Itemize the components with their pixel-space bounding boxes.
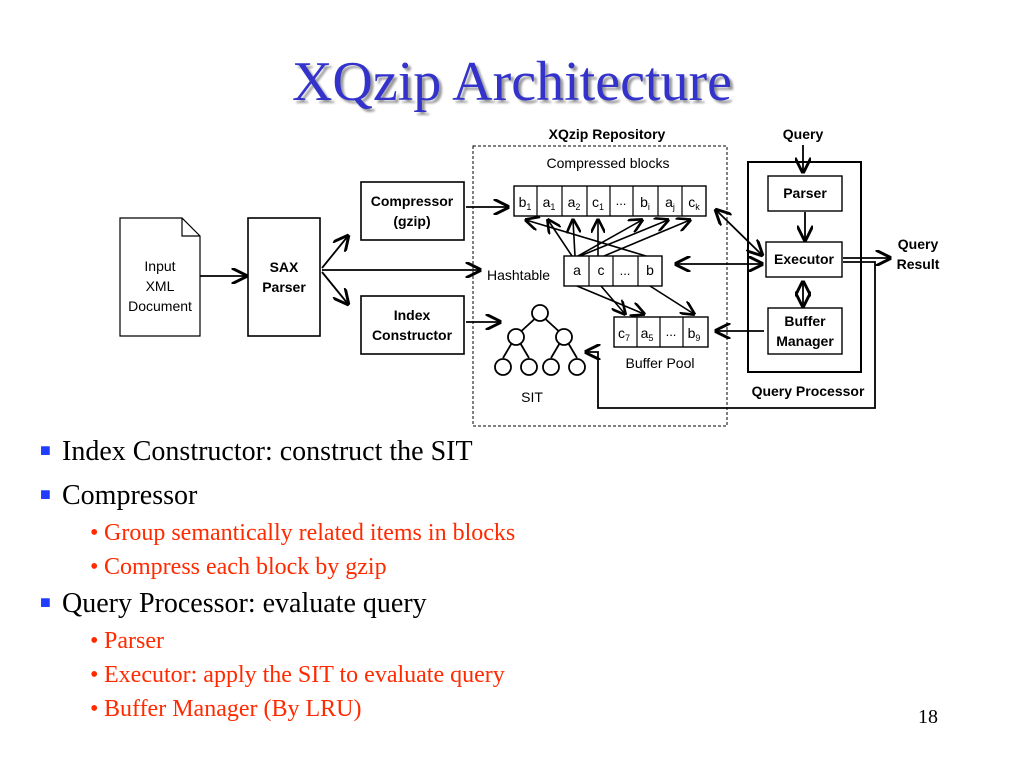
- dot-bullet-icon: •: [90, 662, 99, 688]
- dot-bullet-icon: •: [90, 628, 99, 654]
- buffer-manager-line-2: Manager: [776, 333, 834, 349]
- index-constructor-box: [360, 295, 465, 355]
- block-cell-8: ck: [688, 194, 700, 212]
- square-bullet-icon: ■: [40, 484, 51, 504]
- hashtable-block-arrows: [526, 220, 690, 257]
- compressed-blocks-row: [513, 185, 707, 217]
- sit-tree-icon: [494, 304, 586, 376]
- hashtable-cell-4: b: [646, 262, 654, 278]
- repository-frame: [472, 145, 728, 427]
- square-bullet-icon: ■: [40, 440, 51, 460]
- query-result-line-1: Query: [898, 236, 939, 252]
- block-cell-7: aj: [665, 194, 675, 212]
- hashtable-cell-3: ...: [620, 263, 631, 278]
- sax-parser-line-1: SAX: [270, 259, 299, 275]
- slide-title: XQzip Architecture: [291, 51, 733, 113]
- input-document-line-1: Input: [144, 258, 175, 274]
- hashtable-cell-2: c: [598, 262, 605, 278]
- query-result-line-2: Result: [897, 256, 940, 272]
- dot-bullet-icon: •: [90, 696, 99, 722]
- buffer-cell-1: c7: [618, 325, 630, 343]
- query-processor-label: Query Processor: [752, 383, 865, 399]
- index-constructor-line-2: Constructor: [372, 327, 453, 343]
- parser-label: Parser: [783, 185, 827, 201]
- sub-bullet-buffer-manager: •Buffer Manager (By LRU): [90, 696, 362, 722]
- block-cell-1: b1: [519, 194, 532, 212]
- dot-bullet-icon: •: [90, 554, 99, 580]
- sax-parser-box: [247, 217, 321, 337]
- query-label: Query: [783, 126, 824, 142]
- index-constructor-line-1: Index: [394, 307, 431, 323]
- buffer-pool-row: [613, 316, 709, 348]
- input-document-line-2: XML: [146, 278, 175, 294]
- repository-label: XQzip Repository: [549, 126, 666, 142]
- compressor-line-1: Compressor: [371, 193, 454, 209]
- executor-box: [765, 241, 843, 278]
- input-document-line-3: Document: [128, 298, 192, 314]
- block-cell-6: bi: [640, 194, 650, 212]
- compressor-line-2: (gzip): [393, 213, 430, 229]
- block-cell-4: c1: [592, 194, 604, 212]
- hashtable-cell-1: a: [573, 262, 581, 278]
- executor-label: Executor: [774, 251, 834, 267]
- buffer-cell-3: ...: [666, 324, 677, 339]
- parser-box: [767, 175, 843, 212]
- block-cell-5: ...: [616, 193, 627, 208]
- sax-parser-line-2: Parser: [262, 279, 306, 295]
- sub-bullet-compress-gzip: •Compress each block by gzip: [90, 554, 387, 580]
- block-cell-3: a2: [568, 194, 581, 212]
- dot-bullet-icon: •: [90, 520, 99, 546]
- buffer-cell-4: b9: [688, 325, 701, 343]
- hashtable-row: [563, 255, 663, 287]
- input-document-icon: [119, 217, 201, 337]
- bullet-compressor: ■Compressor: [40, 480, 198, 511]
- sit-label: SIT: [521, 389, 543, 405]
- hashtable-buffer-arrows: [576, 285, 694, 314]
- page-number: 18: [918, 706, 938, 728]
- sub-bullet-group-items: •Group semantically related items in blo…: [90, 520, 516, 546]
- compressor-box: [360, 181, 465, 241]
- sub-bullet-parser: •Parser: [90, 628, 164, 654]
- bullet-query-processor: ■Query Processor: evaluate query: [40, 588, 427, 619]
- hashtable-label: Hashtable: [487, 267, 550, 283]
- buffer-cell-2: a5: [641, 325, 654, 343]
- buffer-manager-line-1: Buffer: [784, 313, 826, 329]
- buffer-pool-label: Buffer Pool: [625, 355, 694, 371]
- sub-bullet-executor: •Executor: apply the SIT to evaluate que…: [90, 662, 505, 688]
- buffer-manager-box: [767, 307, 843, 355]
- bullet-index-constructor: ■Index Constructor: construct the SIT: [40, 436, 473, 467]
- compressed-blocks-label: Compressed blocks: [547, 155, 670, 171]
- square-bullet-icon: ■: [40, 592, 51, 612]
- block-cell-2: a1: [543, 194, 556, 212]
